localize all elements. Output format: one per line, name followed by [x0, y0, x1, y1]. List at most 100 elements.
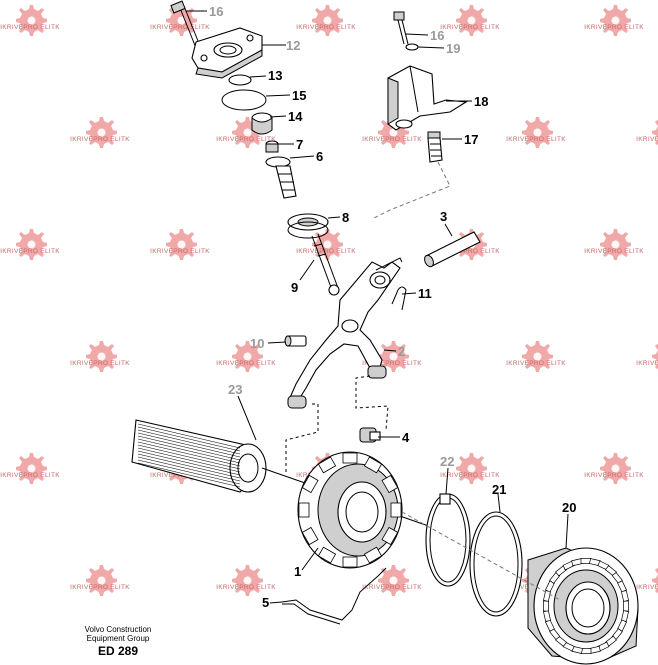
callout-22: 22: [440, 454, 454, 469]
clip-11-part: [391, 286, 407, 311]
callout-8: 8: [342, 210, 349, 225]
watermark-gear-icon: IKRIVEPRO ELITK: [0, 453, 60, 484]
watermark-gear-icon: IKRIVEPRO ELITK: [362, 117, 422, 148]
rod-6-part: [265, 156, 297, 199]
watermark-gear-icon: IKRIVEPRO ELITK: [362, 341, 422, 372]
watermark-gear-icon: IKRIVEPRO ELITK: [440, 5, 500, 36]
shaft-spline-line: [137, 423, 241, 449]
watermark-layer: IKRIVEPRO ELITK IKRIVEPRO ELITK IKRIVEPRO …: [0, 5, 658, 596]
callout-12: 12: [286, 38, 300, 53]
watermark-text: IKRIVEPRO ELITK: [0, 24, 60, 31]
watermark-gear-icon: IKRIVEPRO ELITK: [70, 117, 130, 148]
callout-9: 9: [291, 280, 298, 295]
watermark-text: IKRIVEPRO ELITK: [150, 248, 210, 255]
watermark-text: IKRIVEPRO ELITK: [440, 472, 500, 479]
watermark-text: IKRIVEPRO ELITK: [636, 584, 658, 591]
drawing-code: ED 289: [98, 644, 138, 658]
watermark-text: IKRIVEPRO ELITK: [150, 24, 210, 31]
shaft-spline-line: [137, 456, 241, 482]
callout-21: 21: [492, 482, 506, 497]
shaft-spline-line: [137, 444, 241, 470]
sensor-17-part: [373, 131, 451, 219]
watermark-gear-icon: IKRIVEPRO ELITK: [440, 453, 500, 484]
callout-6: 6: [316, 149, 323, 164]
watermark-gear-icon: IKRIVEPRO ELITK: [636, 117, 658, 148]
watermark-gear-icon: IKRIVEPRO ELITK: [150, 5, 210, 36]
watermark-text: IKRIVEPRO ELITK: [362, 584, 422, 591]
watermark-gear-icon: IKRIVEPRO ELITK: [70, 341, 130, 372]
watermark-text: IKRIVEPRO ELITK: [70, 584, 130, 591]
shaft-spline-line: [137, 432, 241, 458]
watermark-gear-icon: IKRIVEPRO ELITK: [296, 229, 356, 260]
watermark-text: IKRIVEPRO ELITK: [636, 136, 658, 143]
coupling-tooth: [301, 474, 319, 494]
watermark-text: IKRIVEPRO ELITK: [506, 136, 566, 143]
callout-4: 4: [402, 430, 410, 445]
bolt-16b-part: [393, 11, 409, 45]
watermark-gear-icon: IKRIVEPRO ELITK: [362, 565, 422, 596]
pad-4-part: [359, 427, 381, 443]
rod-9-part: [311, 233, 340, 296]
callout-1: 1: [294, 564, 301, 579]
watermark-text: IKRIVEPRO ELITK: [216, 360, 276, 367]
watermark-text: IKRIVEPRO ELITK: [362, 360, 422, 367]
leader-lines: [186, 10, 569, 604]
callout-23: 23: [228, 382, 242, 397]
callout-16b: 16: [430, 28, 444, 43]
watermark-gear-icon: IKRIVEPRO ELITK: [506, 117, 566, 148]
gear-tooth: [543, 600, 549, 612]
watermark-gear-icon: IKRIVEPRO ELITK: [0, 5, 60, 36]
watermark-gear-icon: IKRIVEPRO ELITK: [584, 453, 644, 484]
watermark-gear-icon: IKRIVEPRO ELITK: [584, 5, 644, 36]
gear-tooth: [621, 590, 629, 602]
watermark-text: IKRIVEPRO ELITK: [0, 472, 60, 479]
watermark-gear-icon: IKRIVEPRO ELITK: [216, 565, 276, 596]
watermark-text: IKRIVEPRO ELITK: [296, 248, 356, 255]
callout-19: 19: [446, 41, 460, 56]
footer-line-1: Volvo Construction: [85, 625, 152, 634]
footer-block: Volvo Construction Equipment Group ED 28…: [85, 625, 152, 658]
coupling-tooth: [381, 526, 399, 546]
callout-14: 14: [288, 109, 303, 124]
callout-10: 10: [250, 336, 264, 351]
callout-18: 18: [474, 94, 488, 109]
shaft-spline-line: [137, 429, 241, 455]
spring-5-part: [281, 567, 387, 625]
pin-10-part: [284, 335, 307, 347]
shift-fork-2-part: [285, 257, 403, 474]
callout-7: 7: [296, 137, 303, 152]
watermark-text: IKRIVEPRO ELITK: [216, 584, 276, 591]
shaft-spline-line: [137, 453, 241, 479]
bushing-14-part: [251, 112, 273, 135]
watermark-text: IKRIVEPRO ELITK: [362, 136, 422, 143]
piston-8-part: [287, 213, 329, 239]
shaft-spline-line: [137, 426, 241, 452]
watermark-text: IKRIVEPRO ELITK: [506, 360, 566, 367]
watermark-text: IKRIVEPRO ELITK: [636, 360, 658, 367]
watermark-gear-icon: IKRIVEPRO ELITK: [636, 341, 658, 372]
callout-5: 5: [262, 595, 269, 610]
coupling-tooth: [317, 546, 337, 564]
gear-20-part: [527, 547, 639, 665]
watermark-text: IKRIVEPRO ELITK: [296, 24, 356, 31]
callout-16a: 16: [209, 4, 223, 19]
coupling-tooth: [381, 474, 399, 494]
circlip-22-part: [425, 493, 471, 587]
watermark-text: IKRIVEPRO ELITK: [70, 136, 130, 143]
o-ring-13-part: [228, 74, 252, 86]
bushing-7-part: [265, 140, 279, 153]
washer-19-part: [405, 43, 419, 51]
gear-tooth: [623, 600, 629, 612]
callout-17: 17: [464, 132, 478, 147]
callout-11: 11: [418, 286, 432, 301]
shaft-spline-line: [137, 435, 241, 461]
coupling-1-part: [297, 451, 403, 569]
shaft-spline-line: [137, 438, 241, 464]
watermark-text: IKRIVEPRO ELITK: [440, 24, 500, 31]
watermark-text: IKRIVEPRO ELITK: [584, 248, 644, 255]
watermark-text: IKRIVEPRO ELITK: [584, 472, 644, 479]
watermark-gear-icon: IKRIVEPRO ELITK: [636, 565, 658, 596]
watermark-gear-icon: IKRIVEPRO ELITK: [216, 117, 276, 148]
watermark-gear-icon: IKRIVEPRO ELITK: [296, 5, 356, 36]
